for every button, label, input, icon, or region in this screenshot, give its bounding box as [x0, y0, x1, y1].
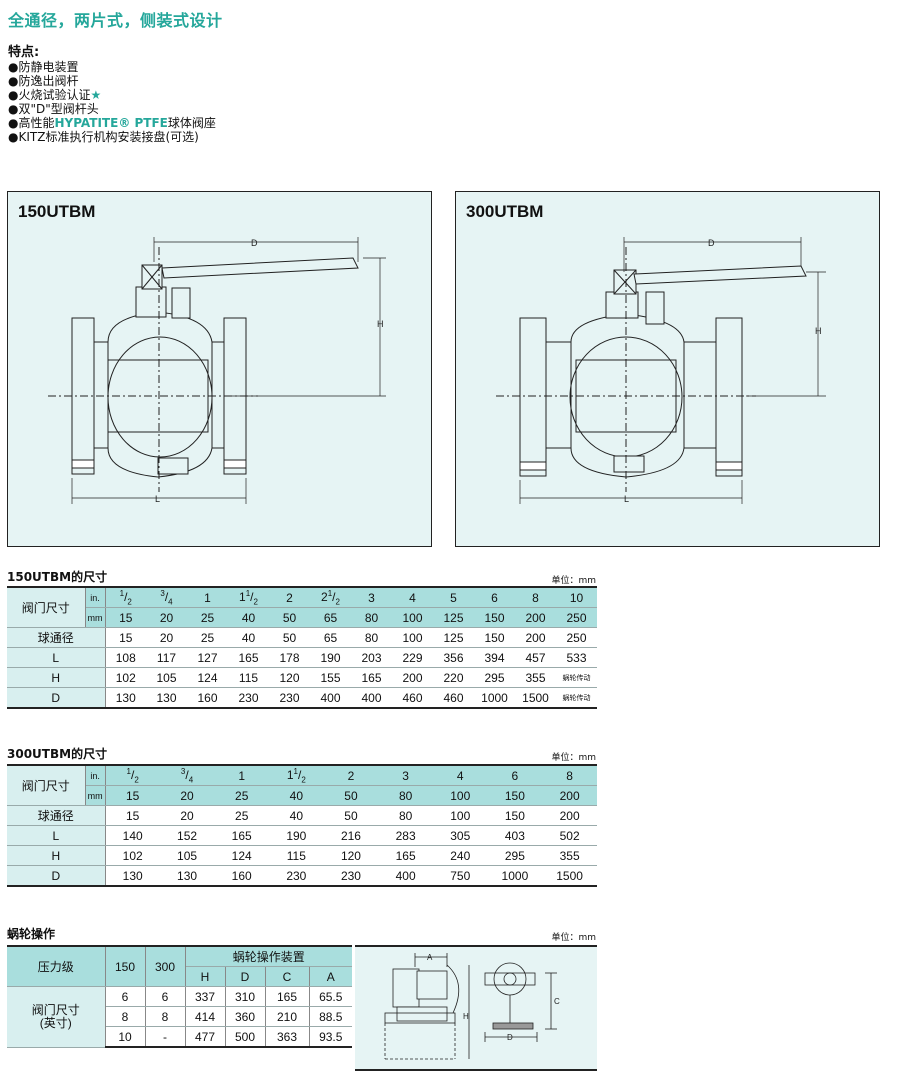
feature-item: ●火烧试验认证★ — [8, 88, 102, 102]
page-title: 全通径，两片式，侧装式设计 — [8, 11, 223, 30]
dim-a-label: A — [427, 953, 433, 962]
drawing-title: 300UTBM — [466, 202, 544, 221]
features-list: 特点: ●防静电装置 ●防逸出阀杆 ●火烧试验认证★ ●双"D"型阀杆头 ●高性… — [8, 45, 216, 145]
drawing-title: 150UTBM — [18, 202, 96, 221]
inch-cell: 11/2 — [228, 586, 269, 608]
worm-unit: 单位：mm — [551, 933, 596, 943]
table-150utbm: 阀门尺寸 in. 1/2 3/4 1 11/2 2 21/2 3 4 5 6 8… — [7, 586, 597, 709]
dim-d-label: D — [251, 238, 258, 248]
inch-cell: 21/2 — [310, 586, 351, 608]
features-heading: 特点: — [8, 45, 40, 60]
dim-l-label: L — [624, 494, 629, 504]
inch-cell: 10 — [556, 586, 597, 608]
inch-cell: 3/4 — [146, 586, 187, 608]
inch-cell: 3 — [351, 586, 392, 608]
dim-d-label: D — [507, 1033, 513, 1042]
feature-item: ●双"D"型阀杆头 — [8, 102, 99, 116]
dim-h-label: H — [463, 1012, 469, 1021]
drawing-300utbm: 300UTBM D — [455, 191, 880, 547]
dim-h-label: H — [377, 319, 384, 329]
table300-title: 300UTBM的尺寸 — [7, 747, 108, 761]
table300-unit: 单位：mm — [551, 753, 596, 763]
in-label: in. — [85, 586, 106, 608]
inch-cell: 5 — [433, 586, 474, 608]
dim-d-label: D — [708, 238, 715, 248]
worm-gear-diagram: A H C D — [355, 945, 597, 1071]
inch-cell: 1 — [187, 586, 228, 608]
worm-gear-drawing: A H C D — [384, 953, 560, 1060]
dim-l-label: L — [155, 494, 160, 504]
row-header: 阀门尺寸 — [7, 586, 86, 628]
inch-cell: 4 — [392, 586, 433, 608]
dim-c-label: C — [554, 997, 560, 1006]
table150-title: 150UTBM的尺寸 — [7, 570, 108, 584]
feature-item: ●高性能HYPATITE® PTFE球体阀座 — [8, 116, 216, 130]
table150-unit: 单位：mm — [551, 576, 596, 586]
dim-h-label: H — [815, 326, 822, 336]
valve-drawing-150: D H L — [48, 237, 386, 504]
inch-cell: 6 — [474, 586, 515, 608]
valve-drawing-300: D H L — [496, 237, 826, 504]
worm-title: 蜗轮操作 — [7, 927, 56, 941]
feature-item: ●防静电装置 — [8, 60, 79, 74]
feature-item: ●KITZ标准执行机构安装接盘(可选) — [8, 130, 199, 144]
inch-cell: 8 — [515, 586, 556, 608]
mm-label: mm — [85, 607, 106, 628]
inch-cell: 1/2 — [105, 586, 146, 608]
feature-item: ●防逸出阀杆 — [8, 74, 79, 88]
inch-cell: 2 — [269, 586, 310, 608]
star-icon: ★ — [90, 88, 102, 102]
drawing-150utbm: 150UTBM — [7, 191, 432, 547]
